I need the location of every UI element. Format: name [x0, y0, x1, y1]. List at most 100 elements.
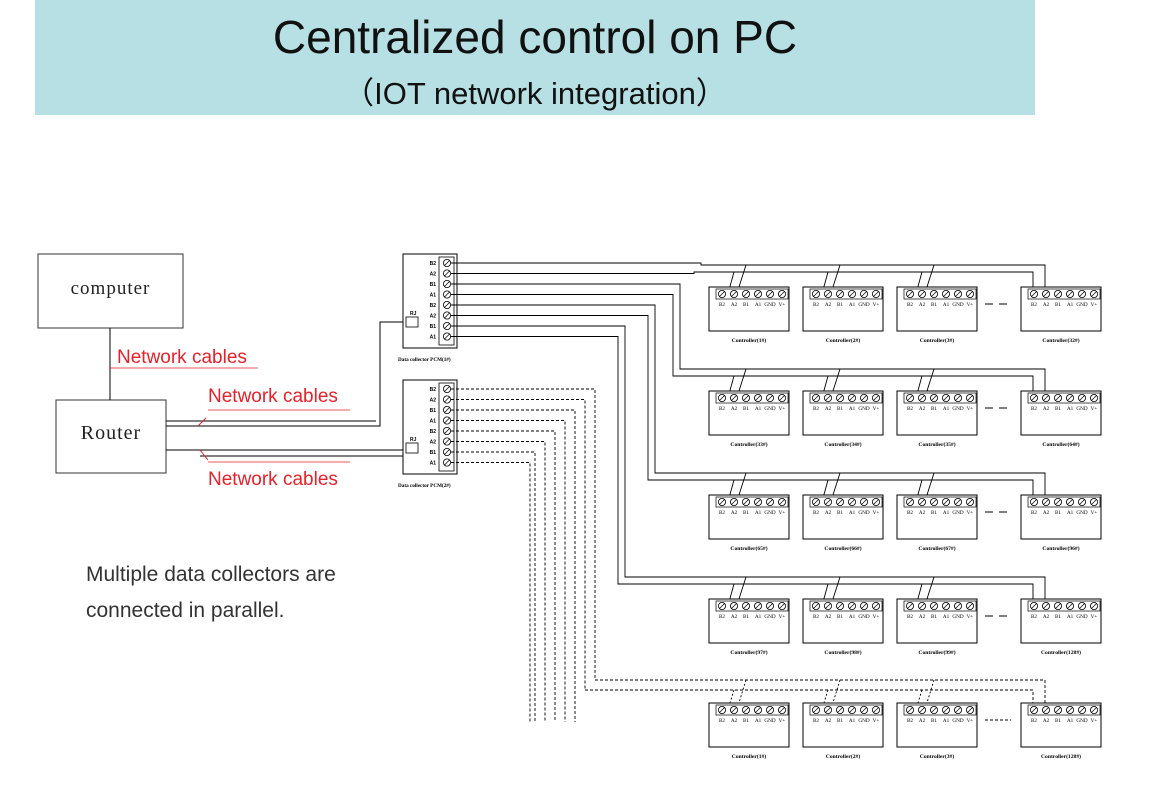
screw-slot	[444, 438, 450, 445]
screw-slot	[719, 707, 725, 713]
screw-slot	[919, 499, 925, 505]
terminal-label: B1	[837, 302, 843, 308]
screw-slot	[837, 707, 843, 713]
collector-pin-label: B2	[430, 429, 437, 435]
controller-label: Controller(3#)	[920, 337, 955, 344]
terminal-label: A2	[731, 302, 738, 308]
screw-slot	[849, 291, 855, 297]
screw-slot	[731, 395, 737, 401]
tap-wire	[737, 576, 747, 603]
bus-wire	[451, 294, 1034, 393]
terminal-label: A1	[849, 718, 856, 724]
screw-slot	[919, 395, 925, 401]
controller-terminal-block	[1027, 704, 1101, 716]
terminal-label: A2	[1043, 510, 1050, 516]
terminal-label: V+	[1091, 510, 1098, 516]
screw-slot	[444, 459, 450, 466]
controller-label: Controller(35#)	[918, 441, 955, 448]
terminal-label: B1	[931, 510, 937, 516]
screw-slot	[873, 603, 879, 609]
screw-slot	[919, 291, 925, 297]
screw-slot	[767, 395, 773, 401]
terminal-label: A1	[755, 718, 762, 724]
terminal-label: GND	[764, 406, 775, 412]
controller-label: Controller(32#)	[1042, 337, 1079, 344]
terminal-block	[438, 382, 455, 472]
dashed-bus-wire	[451, 388, 596, 680]
terminal-label: A2	[731, 406, 738, 412]
controller-label: Controller(128#)	[1041, 753, 1081, 760]
screw-slot	[743, 603, 749, 609]
screw-slot	[825, 291, 831, 297]
controller-terminal-block	[903, 600, 977, 612]
terminal-label: GND	[952, 406, 963, 412]
screw-slot	[1043, 499, 1049, 505]
terminal-label: GND	[1076, 406, 1087, 412]
terminal-label: B1	[743, 614, 749, 620]
screw-slot	[837, 499, 843, 505]
screw-slot	[1067, 395, 1073, 401]
cable-label-2: Network cables	[208, 386, 338, 407]
terminal-label: B2	[1031, 718, 1037, 724]
terminal-label: GND	[952, 718, 963, 724]
page-subtitle: （IOT network integration）	[343, 76, 727, 111]
terminal-label: GND	[1076, 718, 1087, 724]
screw-slot	[907, 707, 913, 713]
controller-label: Controller(65#)	[730, 545, 767, 552]
dashed-bus-wire	[595, 679, 1046, 705]
dashed-bus-wire	[451, 399, 586, 690]
screw-slot	[1067, 291, 1073, 297]
screw-slot	[813, 291, 819, 297]
screw-slot	[779, 499, 785, 505]
controller-terminal-block	[903, 496, 977, 508]
terminal-label: GND	[764, 302, 775, 308]
page-title: Centralized control on PC	[272, 11, 798, 63]
terminal-label: V+	[779, 510, 786, 516]
computer-label: computer	[70, 278, 151, 299]
collector-pin-label: A1	[430, 461, 437, 467]
controller-terminal-block	[715, 496, 789, 508]
controller-terminal-block	[1027, 600, 1101, 612]
terminal-label: GND	[858, 718, 869, 724]
terminal-label: B1	[837, 718, 843, 724]
screw-slot	[919, 707, 925, 713]
dashed-bus-wire	[585, 689, 1034, 705]
screw-slot	[719, 603, 725, 609]
screw-slot	[743, 499, 749, 505]
rj45-port-label: RJ	[410, 437, 417, 443]
screw-slot	[907, 499, 913, 505]
bus-wire	[451, 271, 1034, 289]
terminal-label: A1	[943, 718, 950, 724]
note-line-1: Multiple data collectors are	[86, 563, 336, 586]
terminal-label: A1	[1067, 406, 1074, 412]
screw-slot	[1091, 707, 1097, 713]
collector-pin-label: B1	[430, 450, 437, 456]
screw-slot	[731, 707, 737, 713]
screw-slot	[743, 395, 749, 401]
terminal-label: B1	[743, 302, 749, 308]
terminal-label: V+	[967, 406, 974, 412]
terminal-label: A1	[755, 406, 762, 412]
terminal-label: B2	[907, 510, 913, 516]
screw-slot	[767, 707, 773, 713]
screw-slot	[907, 603, 913, 609]
note-line-2: connected in parallel.	[86, 599, 285, 622]
screw-slot	[955, 707, 961, 713]
screw-slot	[731, 603, 737, 609]
controller-label: Controller(66#)	[824, 545, 861, 552]
screw-slot	[873, 395, 879, 401]
collector-pin-label: B2	[430, 387, 437, 393]
controller-label: Controller(64#)	[1042, 441, 1079, 448]
screw-slot	[837, 395, 843, 401]
screw-slot	[1031, 395, 1037, 401]
screw-slot	[967, 395, 973, 401]
controller-terminal-block	[809, 704, 883, 716]
terminal-label: A2	[825, 718, 832, 724]
screw-slot	[873, 707, 879, 713]
screw-slot	[1043, 291, 1049, 297]
screw-slot	[779, 395, 785, 401]
